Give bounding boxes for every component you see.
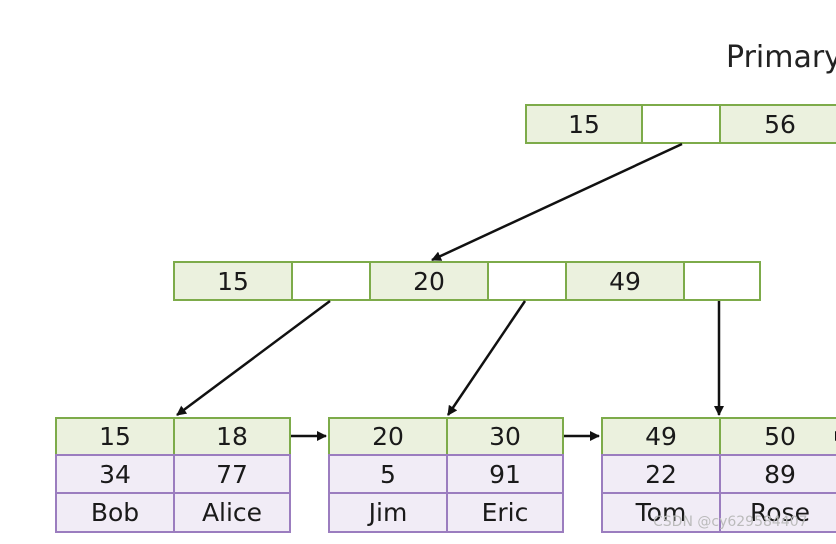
leaf-2-name-2: Eric xyxy=(446,492,564,533)
leaf-1-key-2: 18 xyxy=(173,417,291,456)
internal-key-2: 20 xyxy=(369,261,489,301)
internal-pointer-3 xyxy=(683,261,761,301)
leaf-2-name-1: Jim xyxy=(328,492,448,533)
leaf-1-name-2: Alice xyxy=(173,492,291,533)
leaf-2-id-2: 91 xyxy=(446,454,564,494)
internal-key-3: 49 xyxy=(565,261,685,301)
leaf-1-id-1: 34 xyxy=(55,454,175,494)
arrow-root-to-internal xyxy=(431,142,683,262)
arrow-internal-to-leaf-1 xyxy=(176,299,331,417)
internal-key-1: 15 xyxy=(173,261,293,301)
root-key-2: 56 xyxy=(719,104,836,144)
leaf-1-id-2: 77 xyxy=(173,454,291,494)
internal-pointer-2 xyxy=(487,261,567,301)
leaf-3-key-2: 50 xyxy=(719,417,836,456)
diagram-title: Primary xyxy=(726,40,836,75)
arrow-internal-to-leaf-2 xyxy=(446,300,527,416)
watermark: CSDN @cy629584407 xyxy=(653,514,808,530)
leaf-3-name-2: Rose xyxy=(719,492,836,533)
leaf-1-name-1: Bob xyxy=(55,492,175,533)
root-key-1: 15 xyxy=(525,104,643,144)
